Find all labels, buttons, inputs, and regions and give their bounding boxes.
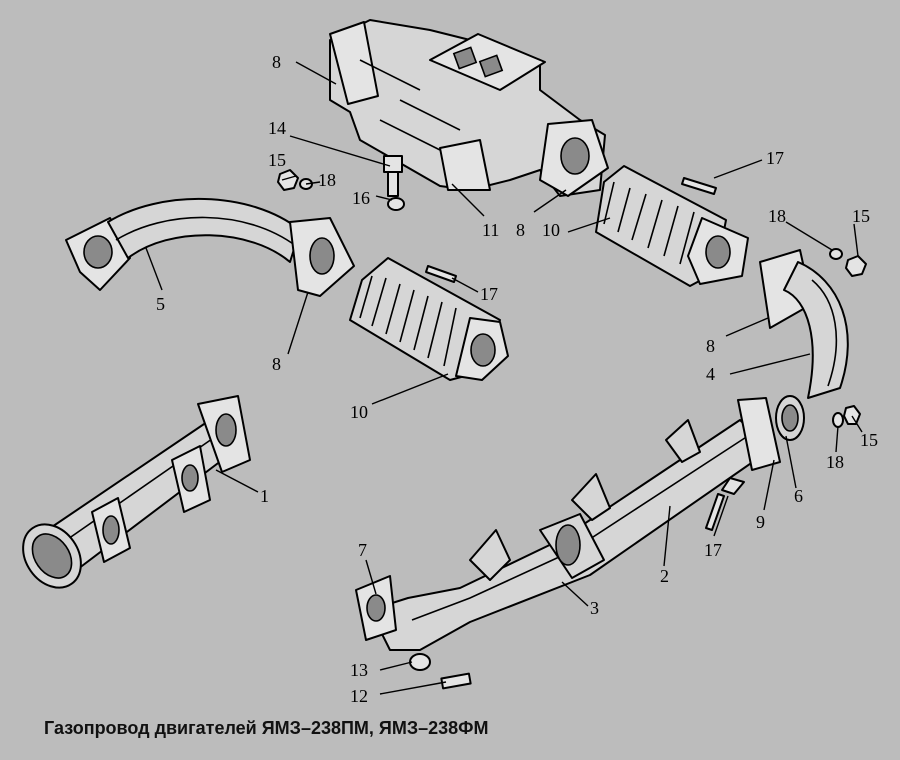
callout-18-left: 18 <box>318 170 336 190</box>
callout-labels: 8 14 15 18 16 11 8 10 17 18 15 5 8 17 10… <box>156 52 878 706</box>
top-manifold <box>329 19 609 197</box>
fastener-17-bolt-top <box>681 177 717 195</box>
callout-8-left: 8 <box>272 354 281 374</box>
callout-15-right: 15 <box>852 206 870 226</box>
callout-18-right: 18 <box>768 206 786 226</box>
fastener-15-18-low <box>832 405 861 428</box>
callout-8-right: 8 <box>706 336 715 356</box>
callout-14: 14 <box>268 118 286 138</box>
fastener-17-bolt-low <box>705 477 745 531</box>
callout-4: 4 <box>706 364 715 384</box>
leader-lines <box>145 61 863 695</box>
callout-17-low: 17 <box>704 540 722 560</box>
part-1-exhaust-pipe <box>22 395 251 589</box>
part-4-elbow <box>759 249 849 399</box>
callout-11: 11 <box>482 220 499 240</box>
fastener-12-bolt <box>440 672 472 690</box>
fastener-13-nut <box>409 653 431 671</box>
callout-8-top: 8 <box>272 52 281 72</box>
callout-6: 6 <box>794 486 803 506</box>
fastener-15-18-right <box>829 248 867 277</box>
callout-15-left: 15 <box>268 150 286 170</box>
callout-1: 1 <box>260 486 269 506</box>
callout-17-mid: 17 <box>480 284 498 304</box>
callout-2: 2 <box>660 566 669 586</box>
figure-caption: Газопровод двигателей ЯМЗ–238ПМ, ЯМЗ–238… <box>44 718 489 738</box>
part-3-ring <box>539 513 605 579</box>
part-7-end-flange <box>355 575 397 641</box>
fastener-14-bolt <box>383 155 403 197</box>
callout-17-top: 17 <box>766 148 784 168</box>
part-10-bellows-right <box>595 165 749 287</box>
part-5-curved-pipe <box>65 197 355 297</box>
callout-8-mid: 8 <box>516 220 525 240</box>
callout-10-left: 10 <box>350 402 368 422</box>
callout-10-right: 10 <box>542 220 560 240</box>
callout-9: 9 <box>756 512 765 532</box>
fastener-17-bolt-mid <box>425 265 457 283</box>
fastener-15-nut-left <box>277 169 299 191</box>
fastener-16-washer <box>387 197 405 211</box>
part-2-main-pipe <box>369 395 805 651</box>
callout-3: 3 <box>590 598 599 618</box>
callout-18-low: 18 <box>826 452 844 472</box>
callout-15-low: 15 <box>860 430 878 450</box>
callout-16: 16 <box>352 188 370 208</box>
callout-13: 13 <box>350 660 368 680</box>
callout-5: 5 <box>156 294 165 314</box>
callout-7: 7 <box>358 540 367 560</box>
part-10-bellows-left <box>349 257 509 381</box>
callout-12: 12 <box>350 686 368 706</box>
